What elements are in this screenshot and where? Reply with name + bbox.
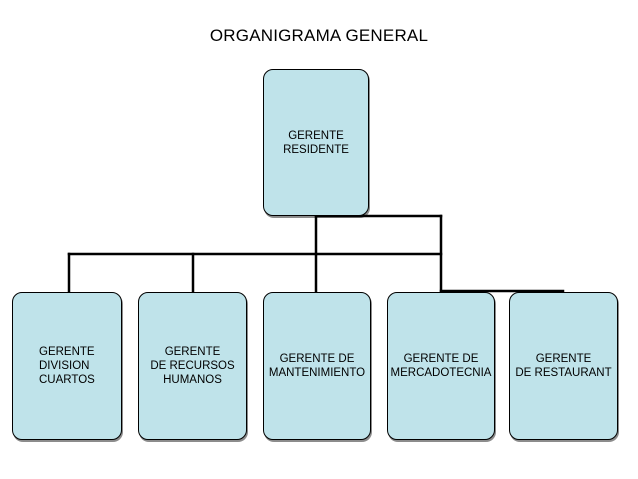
node-label: GERENTE RESIDENTE <box>283 129 349 156</box>
node-gerente-restaurant: GERENTE DE RESTAURANT <box>509 292 618 440</box>
node-gerente-mantenimiento: GERENTE DE MANTENIMIENTO <box>263 292 371 440</box>
node-label: GERENTE DE MERCADOTECNIA <box>390 353 492 379</box>
node-gerente-division-cuartos: GERENTE DIVISION CUARTOS <box>12 292 122 440</box>
node-label: GERENTE DE MANTENIMIENTO <box>268 353 366 379</box>
node-gerente-mercadotecnia: GERENTE DE MERCADOTECNIA <box>387 292 495 440</box>
node-label: GERENTE DE RESTAURANT <box>515 353 612 379</box>
node-label: GERENTE DE RECURSOS HUMANOS <box>150 346 235 386</box>
node-label: GERENTE DIVISION CUARTOS <box>39 346 95 386</box>
diagram-title: ORGANIGRAMA GENERAL <box>209 26 429 45</box>
node-gerente-residente: GERENTE RESIDENTE <box>263 69 369 216</box>
node-gerente-recursos-humanos: GERENTE DE RECURSOS HUMANOS <box>138 292 247 440</box>
